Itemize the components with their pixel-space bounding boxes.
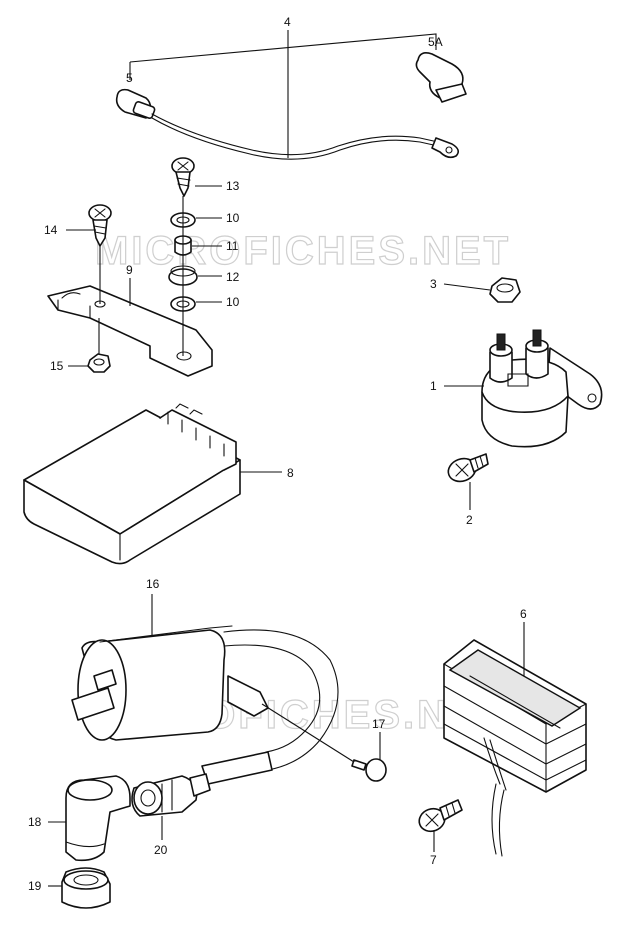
boot-19 xyxy=(61,867,111,909)
starter-relay-1 xyxy=(481,329,603,448)
callout-14: 14 xyxy=(44,223,58,237)
callout-labels: 4 5 5A 13 14 10 11 12 10 9 15 8 3 1 2 16… xyxy=(28,15,527,893)
callout-10-bottom: 10 xyxy=(226,295,240,309)
watermark-top: MICROFICHES.NET xyxy=(95,229,511,273)
ignition-coil-16 xyxy=(71,625,339,785)
callout-13: 13 xyxy=(226,179,240,193)
cdi-unit-8 xyxy=(23,403,241,565)
callout-3: 3 xyxy=(430,277,437,291)
callout-2: 2 xyxy=(466,513,473,527)
callout-17: 17 xyxy=(372,717,386,731)
callout-12: 12 xyxy=(226,270,240,284)
callout-1: 1 xyxy=(430,379,437,393)
bolt-7 xyxy=(418,799,463,833)
callout-6: 6 xyxy=(520,607,527,621)
callout-7: 7 xyxy=(430,853,437,867)
callout-5: 5 xyxy=(126,71,133,85)
callout-16: 16 xyxy=(146,577,160,591)
regulator-rectifier-6 xyxy=(443,639,587,857)
callout-19: 19 xyxy=(28,879,42,893)
callout-10-top: 10 xyxy=(226,211,240,225)
leader-lines xyxy=(48,185,525,887)
starter-cable-assembly xyxy=(115,30,467,160)
callout-8: 8 xyxy=(287,466,294,480)
callout-4: 4 xyxy=(284,15,291,29)
bracket-9 xyxy=(47,196,213,377)
callout-20: 20 xyxy=(154,843,168,857)
screw-14 xyxy=(88,204,112,247)
bolt-2 xyxy=(447,453,489,483)
plug-cap-18 xyxy=(65,775,131,862)
callout-15: 15 xyxy=(50,359,64,373)
callout-18: 18 xyxy=(28,815,42,829)
screw-17 xyxy=(261,703,387,782)
nut-3 xyxy=(489,277,521,303)
screw-13 xyxy=(171,157,195,197)
nut-15 xyxy=(87,318,111,373)
callout-11: 11 xyxy=(226,239,239,253)
callout-5a: 5A xyxy=(428,35,443,49)
callout-9: 9 xyxy=(126,263,133,277)
connector-20 xyxy=(131,773,211,817)
